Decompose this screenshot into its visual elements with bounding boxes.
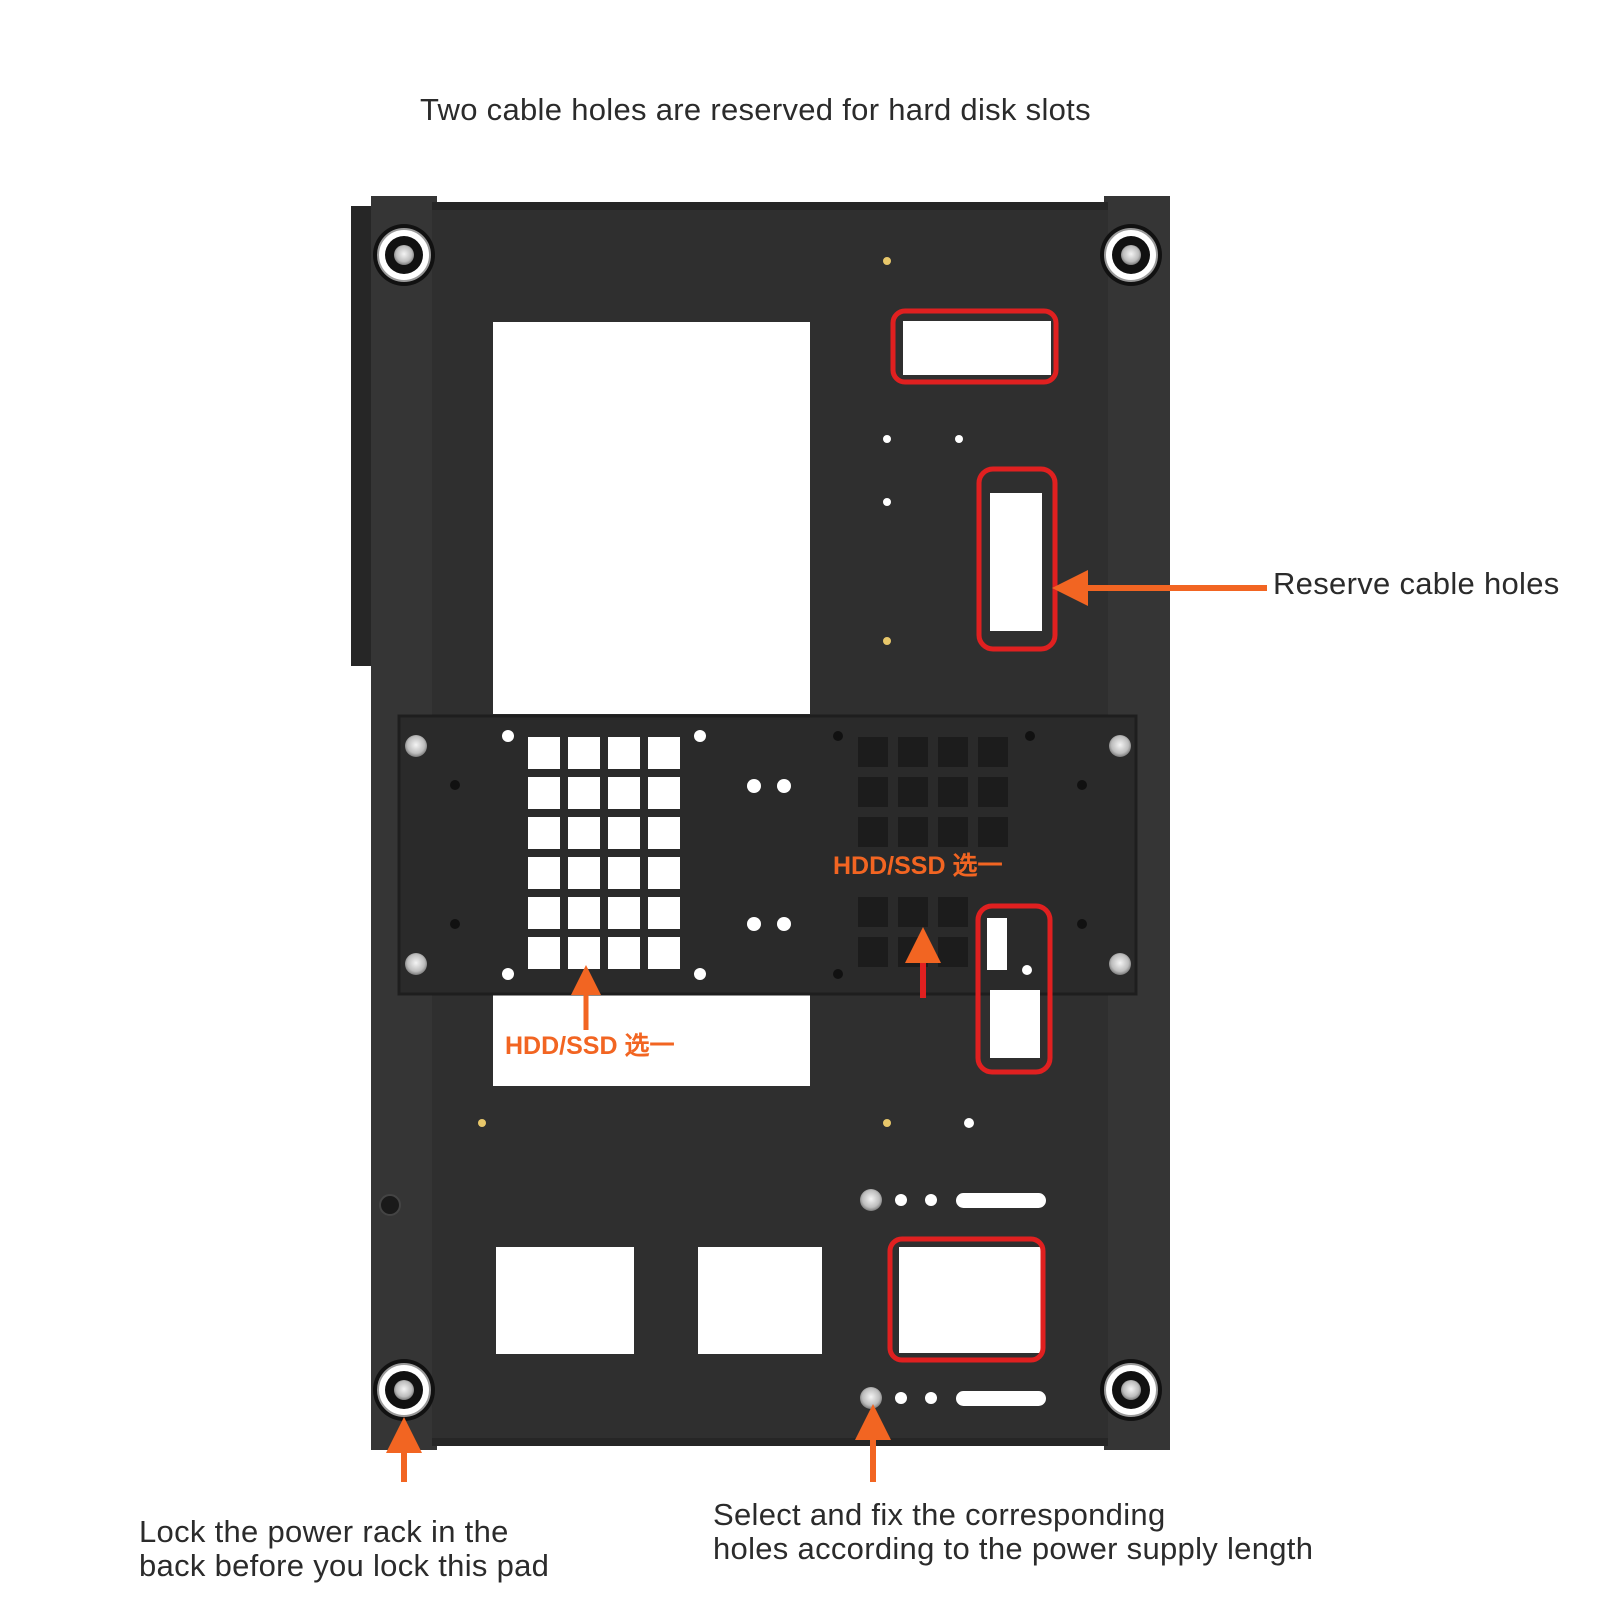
screw-dot xyxy=(478,1119,486,1127)
lower-cutout xyxy=(493,990,810,1086)
bottom-cutout-3-highlight xyxy=(887,1236,1046,1363)
psu-mount-row-upper xyxy=(860,1189,1046,1211)
cable-hole-vertical-highlight xyxy=(976,466,1058,652)
corner-knob-icon xyxy=(1100,224,1162,286)
cable-hole-lower xyxy=(990,990,1040,1058)
screw-dot xyxy=(883,498,891,506)
main-cutout xyxy=(493,322,810,714)
screw-dot xyxy=(883,257,891,265)
screw-dot xyxy=(964,1118,974,1128)
bottom-right-caption-line-2: holes according to the power supply leng… xyxy=(713,1531,1314,1566)
panel-top-edge xyxy=(432,202,1108,210)
panel-bottom-edge xyxy=(432,1438,1108,1446)
bracket-screw-icon xyxy=(1109,953,1131,975)
bracket-screw-icon xyxy=(1109,735,1131,757)
vent-grid-left xyxy=(528,737,680,969)
psu-mount-row-lower xyxy=(860,1387,1046,1409)
bracket-screw-icon xyxy=(405,953,427,975)
bottom-right-caption: Select and fix the corresponding holes a… xyxy=(713,1498,1313,1566)
cable-hole-top xyxy=(903,321,1051,375)
bottom-left-caption-line-2: back before you lock this pad xyxy=(139,1548,550,1583)
cable-hole-lower-highlight xyxy=(975,903,1053,1075)
screw-dot xyxy=(883,435,891,443)
screw-dot xyxy=(883,637,891,645)
cable-hole-top-highlight xyxy=(890,308,1059,385)
bottom-left-caption: Lock the power rack in the back before y… xyxy=(139,1515,549,1583)
side-bolt-icon xyxy=(379,1194,401,1216)
bottom-cutout-3 xyxy=(899,1247,1043,1353)
vent-grid-right xyxy=(858,737,1008,967)
panel-left-flange xyxy=(351,206,373,666)
screw-dot xyxy=(883,1119,891,1127)
screw-dot xyxy=(955,435,963,443)
bottom-cutout-2 xyxy=(698,1247,822,1354)
hdd-ssd-label-right: HDD/SSD 选一 xyxy=(833,852,1002,880)
bracket-screw-icon xyxy=(405,735,427,757)
hdd-ssd-label-left: HDD/SSD 选一 xyxy=(505,1032,674,1060)
bottom-right-caption-line-1: Select and fix the corresponding xyxy=(713,1497,1166,1532)
right-caption: Reserve cable holes xyxy=(1273,566,1560,601)
cable-hole-lower-top xyxy=(987,918,1007,970)
screw-dot xyxy=(1022,965,1032,975)
bottom-left-caption-line-1: Lock the power rack in the xyxy=(139,1514,509,1549)
corner-knob-icon xyxy=(1100,1359,1162,1421)
top-caption: Two cable holes are reserved for hard di… xyxy=(420,92,1091,127)
cable-hole-vertical xyxy=(990,493,1042,631)
bottom-cutout-1 xyxy=(496,1247,634,1354)
drive-bracket xyxy=(397,714,1138,996)
corner-knob-icon xyxy=(373,1359,435,1421)
corner-knob-icon xyxy=(373,224,435,286)
